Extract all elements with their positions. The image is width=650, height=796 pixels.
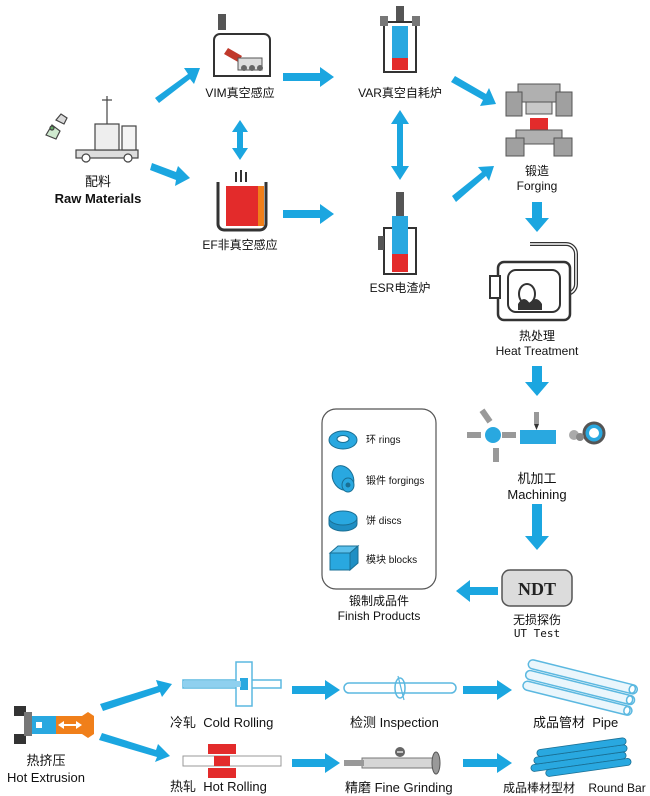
cold-rolling-icon (182, 661, 282, 707)
heat-treatment-zh: 热处理 (519, 329, 555, 343)
var-label: VAR真空自耗炉 (358, 86, 442, 100)
arrow-inspection-to-pipe (463, 680, 512, 700)
disc-icon (328, 510, 358, 532)
arrow-heat-to-machining (525, 366, 549, 396)
block-icon (328, 544, 360, 572)
inspection-icon (343, 675, 457, 701)
esr-furnace-icon (378, 192, 417, 275)
finish-products-box: 环 rings 锻件 forgings 饼 discs 模块 blocks (321, 408, 437, 590)
heat-treatment-icon (489, 242, 578, 322)
ndt-badge: NDT (501, 569, 573, 607)
ndt-zh: 无损探伤 (513, 613, 561, 627)
round-bar-label: 成品棒材型材 Round Bar (503, 781, 646, 795)
esr-label: ESR电渣炉 (370, 281, 431, 295)
ring-icon (328, 430, 358, 450)
arrow-raw-to-ef (150, 163, 190, 186)
arrow-ndt-to-finish (456, 580, 498, 602)
arrow-extrusion-to-hot (99, 733, 170, 762)
ndt-badge-text: NDT (518, 579, 556, 599)
forging-press-icon (505, 83, 573, 157)
round-bar-icon (530, 737, 632, 777)
arrow-esr-to-forging (452, 166, 494, 202)
machining-zh: 机加工 (517, 471, 556, 486)
fine-grinding-label: 精磨 Fine Grinding (345, 780, 453, 795)
hot-rolling-icon (182, 744, 282, 778)
arrow-vim-to-var (283, 67, 334, 87)
finish-products-en: Finish Products (338, 609, 421, 623)
arrow-forging-to-heat (525, 202, 549, 232)
fine-grinding-icon (344, 747, 441, 775)
arrow-var-esr-double (391, 110, 409, 180)
arrow-grinding-to-bar (463, 753, 512, 773)
arrow-raw-to-vim (155, 68, 200, 103)
var-furnace-icon (380, 6, 420, 73)
pipe-icon (522, 659, 639, 716)
arrow-hot-to-grinding (292, 753, 340, 773)
finish-item-forgings: 锻件 forgings (366, 474, 424, 487)
forging-part-icon (331, 465, 355, 493)
finish-item-discs: 饼 discs (366, 514, 402, 527)
raw-materials-icon (45, 96, 139, 163)
ndt-en: UT Test (514, 627, 560, 640)
arrow-extrusion-to-cold (100, 680, 172, 711)
arrow-ef-to-esr (283, 204, 334, 224)
machining-en: Machining (507, 487, 566, 502)
cold-rolling-label: 冷轧 Cold Rolling (170, 715, 273, 730)
hot-rolling-label: 热轧 Hot Rolling (170, 779, 267, 794)
finish-item-blocks: 模块 blocks (366, 554, 417, 566)
vim-furnace-icon (213, 14, 271, 77)
vim-label: VIM真空感应 (205, 85, 274, 100)
heat-treatment-en: Heat Treatment (496, 344, 579, 358)
inspection-label: 检测 Inspection (350, 715, 439, 730)
ef-furnace-icon (216, 170, 268, 232)
finish-item-rings: 环 rings (366, 435, 400, 446)
machining-icon (467, 408, 606, 462)
arrow-var-to-forging (451, 76, 496, 106)
arrow-vim-ef-double (232, 120, 248, 160)
hot-extrusion-en: Hot Extrusion (7, 770, 85, 785)
forging-zh: 锻造 (525, 164, 549, 178)
forging-en: Forging (517, 179, 558, 193)
raw-materials-zh: 配料 (85, 174, 111, 189)
ef-label: EF非真空感应 (202, 237, 277, 252)
pipe-label: 成品管材 Pipe (533, 715, 618, 730)
flow-arrows (99, 67, 549, 773)
finish-products-zh: 锻制成品件 (349, 594, 409, 608)
raw-materials-en: Raw Materials (55, 191, 142, 206)
hot-extrusion-icon (14, 706, 94, 744)
hot-extrusion-zh: 热挤压 (26, 753, 65, 768)
arrow-cold-to-inspection (292, 680, 340, 700)
arrow-machining-to-ndt (525, 504, 549, 550)
